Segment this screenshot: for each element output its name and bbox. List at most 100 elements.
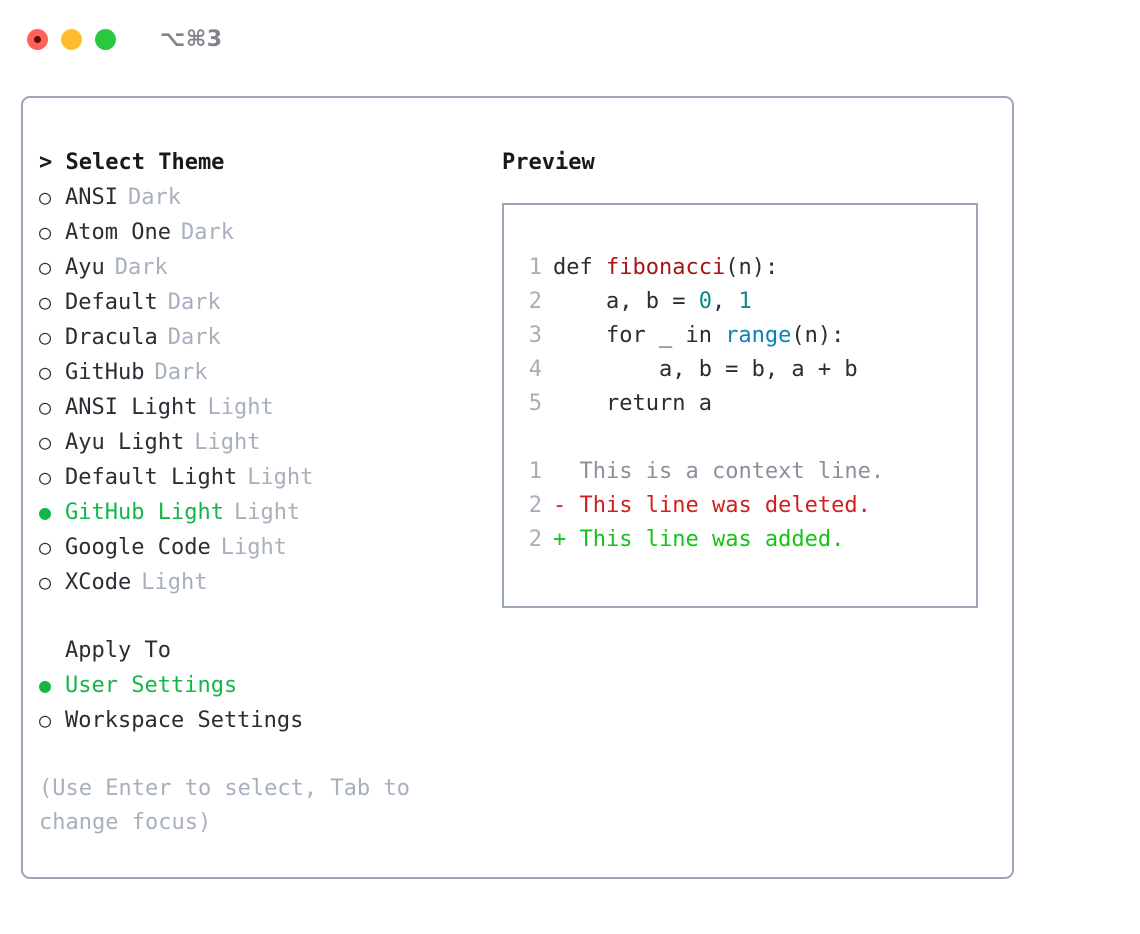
code-line: 1 def fibonacci(n): — [518, 251, 976, 285]
line-number: 2 — [528, 289, 542, 314]
theme-name: ANSI — [65, 185, 118, 210]
code-token: 0 — [698, 289, 712, 314]
theme-name: Default — [65, 290, 158, 315]
theme-variant-badge: Dark — [114, 255, 168, 280]
theme-list-item[interactable]: ○ Ayu Light Light — [39, 425, 489, 460]
code-line: 5 return a — [518, 387, 976, 421]
code-token: , — [711, 289, 739, 314]
code-line: 2 a, b = 0, 1 — [518, 285, 976, 319]
title-bar: ⌥⌘3 — [0, 0, 1140, 78]
code-line: 3 for _ in range(n): — [518, 319, 976, 353]
diff-line: 2+ This line was added. — [518, 523, 976, 557]
code-content: a, b = 0, 1 — [553, 285, 752, 319]
radio-unselected-icon: ○ — [39, 290, 52, 314]
line-number: 2 — [528, 493, 542, 518]
code-content: return a — [553, 387, 712, 421]
radio-unselected-icon: ○ — [39, 430, 52, 454]
code-token: for _ in — [553, 323, 726, 348]
theme-variant-badge: Light — [194, 430, 261, 455]
theme-list-item[interactable]: ○ Ayu Dark — [39, 250, 489, 285]
code-token: return a — [553, 391, 712, 416]
theme-variant-badge: Dark — [154, 360, 208, 385]
code-line: 4 a, b = b, a + b — [518, 353, 976, 387]
theme-name: Default Light — [65, 465, 238, 490]
theme-name: Dracula — [65, 325, 158, 350]
code-token: range — [725, 323, 792, 348]
theme-variant-badge: Dark — [167, 290, 221, 315]
theme-variant-badge: Dark — [167, 325, 221, 350]
code-token: a, b = b, a + b — [553, 357, 858, 382]
theme-list-item[interactable]: ○ Default Dark — [39, 285, 489, 320]
radio-unselected-icon: ○ — [39, 395, 52, 419]
theme-list-item[interactable]: ○ Atom One Dark — [39, 215, 489, 250]
minimize-button[interactable] — [61, 28, 82, 50]
theme-list-item[interactable]: ○ Dracula Dark — [39, 320, 489, 355]
line-number: 4 — [528, 357, 542, 382]
list-spacer — [39, 600, 489, 634]
line-number: 2 — [528, 527, 542, 552]
theme-name: GitHub Light — [65, 500, 224, 525]
code-token: (n): — [725, 255, 779, 280]
radio-unselected-icon: ○ — [39, 708, 52, 732]
code-token: (n): — [791, 323, 845, 348]
apply-to-item[interactable]: ○ Workspace Settings — [39, 703, 489, 738]
theme-variant-badge: Light — [141, 570, 208, 595]
theme-list-item[interactable]: ○ ANSI Dark — [39, 180, 489, 215]
line-number: 1 — [528, 459, 542, 484]
maximize-button[interactable] — [95, 28, 116, 50]
code-token: def — [553, 255, 606, 280]
traffic-lights — [27, 28, 116, 50]
line-number: 1 — [528, 255, 542, 280]
line-number: 3 — [528, 323, 542, 348]
apply-to-header: Apply To — [65, 638, 171, 663]
apply-to-item[interactable]: ●User Settings — [39, 668, 489, 703]
theme-name: Google Code — [65, 535, 211, 560]
code-content: a, b = b, a + b — [553, 353, 858, 387]
theme-list-item[interactable]: ○ XCode Light — [39, 565, 489, 600]
radio-unselected-icon: ○ — [39, 185, 52, 209]
preview-header: Preview — [502, 150, 595, 175]
code-token: a, b = — [553, 289, 699, 314]
theme-list-item[interactable]: ○ Default Light Light — [39, 460, 489, 495]
radio-unselected-icon: ○ — [39, 255, 52, 279]
radio-unselected-icon: ○ — [39, 570, 52, 594]
radio-unselected-icon: ○ — [39, 325, 52, 349]
radio-selected-icon: ● — [39, 673, 52, 697]
keyboard-hint-text: (Use Enter to select, Tab to change focu… — [39, 776, 424, 835]
radio-unselected-icon: ○ — [39, 220, 52, 244]
diff-marker: - — [553, 493, 580, 518]
theme-variant-badge: Light — [220, 535, 287, 560]
theme-variant-badge: Dark — [180, 220, 234, 245]
diff-marker: + — [553, 527, 580, 552]
apply-to-label: Workspace Settings — [65, 708, 304, 733]
theme-variant-badge: Light — [247, 465, 314, 490]
radio-unselected-icon: ○ — [39, 465, 52, 489]
theme-variant-badge: Light — [207, 395, 274, 420]
apply-to-list[interactable]: ●User Settings ○ Workspace Settings — [39, 668, 489, 738]
diff-text: This line was deleted. — [579, 493, 871, 518]
theme-variant-badge: Dark — [127, 185, 181, 210]
theme-list-item[interactable]: ● GitHub Light Light — [39, 495, 489, 530]
code-content: for _ in range(n): — [553, 319, 844, 353]
theme-name: Atom One — [65, 220, 171, 245]
theme-name: GitHub — [65, 360, 145, 385]
code-token: fibonacci — [605, 255, 726, 280]
diff-text: This is a context line. — [579, 459, 885, 484]
code-content: def fibonacci(n): — [553, 251, 778, 285]
theme-variant-badge: Light — [233, 500, 301, 525]
theme-name: Ayu — [65, 255, 105, 280]
radio-selected-icon: ● — [39, 500, 52, 524]
code-diff-spacer — [518, 421, 976, 455]
close-button[interactable] — [27, 28, 48, 50]
theme-name: XCode — [65, 570, 132, 595]
theme-name: Ayu Light — [65, 430, 185, 455]
